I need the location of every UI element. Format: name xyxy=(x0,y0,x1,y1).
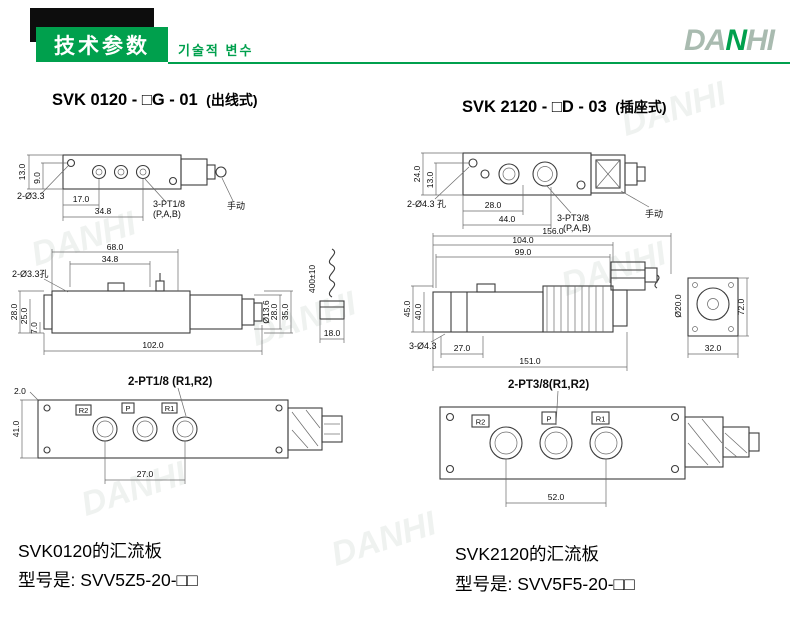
dim-label: 28.0 xyxy=(9,303,19,320)
valve-side-outline xyxy=(432,261,739,337)
dim-label: 2.0 xyxy=(14,386,26,396)
hole-callout-label: 2-Ø3.3 xyxy=(17,191,45,201)
header-subtitle-korean: 기술적 변수 xyxy=(178,43,254,58)
right-model-type: (插座式) xyxy=(615,99,667,115)
hole-callout-label: 2-Ø3.3孔 xyxy=(12,269,49,279)
dim-label: 35.0 xyxy=(280,303,290,320)
right-top-view-drawing: 24.0 13.0 28.0 44.0 2-Ø4.3 孔 3-PT3/8 (P,… xyxy=(407,152,663,233)
dim-label: 68.0 xyxy=(107,242,124,252)
left-side-view-drawing: 68.0 34.8 2-Ø3.3孔 28.0 25.0 7.0 102.0 Ø1… xyxy=(9,242,345,355)
dim-label: 45.0 xyxy=(402,300,412,317)
port-callout-label: 2-PT3/8(R1,R2) xyxy=(508,379,589,391)
port-label: R1 xyxy=(165,404,175,413)
left-model-code: SVK 0120 - □G - 01 xyxy=(52,91,198,109)
dim-label: 27.0 xyxy=(454,343,471,353)
diameter-label: Ø13.6 xyxy=(261,300,271,323)
dim-label: 44.0 xyxy=(499,214,516,224)
dim-label: 13.0 xyxy=(17,163,27,180)
right-caption-line2: 型号是: SVV5F5-20-□□ xyxy=(455,574,635,594)
port-label: P xyxy=(546,415,551,424)
dimension-lines xyxy=(421,152,650,229)
diameter-label: Ø20.0 xyxy=(673,294,683,317)
brand-logo: DANHI xyxy=(683,24,775,58)
dim-label: 25.0 xyxy=(19,307,29,324)
dim-label: 9.0 xyxy=(32,172,42,184)
brand-logo-part: HI xyxy=(746,24,775,57)
dim-label: 27.0 xyxy=(137,469,154,479)
dim-label: 52.0 xyxy=(548,492,565,502)
dim-label: 18.0 xyxy=(324,328,341,338)
dim-label: 40.0 xyxy=(413,303,423,320)
hole-callout-label: 2-Ø4.3 孔 xyxy=(407,199,446,209)
port-label: R1 xyxy=(596,415,606,424)
left-manifold-drawing: 2-PT1/8 (R1,R2) 2.0 41.0 27.0 R2 P R1 xyxy=(11,376,343,484)
brand-logo-part: N xyxy=(725,24,747,57)
dim-label: 72.0 xyxy=(736,298,746,315)
dimension-lines xyxy=(20,387,340,484)
brand-logo-part: DA xyxy=(683,24,726,57)
right-model-code: SVK 2120 - □D - 03 xyxy=(462,98,607,116)
port-label: R2 xyxy=(476,418,486,427)
dim-label: 34.8 xyxy=(95,206,112,216)
manual-override-label: 手动 xyxy=(227,200,245,211)
right-model-title: SVK 2120 - □D - 03 (插座式) xyxy=(462,97,667,117)
dim-label: 32.0 xyxy=(705,343,722,353)
left-model-type: (出线式) xyxy=(206,92,258,108)
valve-top-outline xyxy=(62,154,227,190)
manifold-outline xyxy=(439,406,760,480)
right-caption-line1: SVK2120的汇流板 xyxy=(455,544,599,564)
dim-label: 7.0 xyxy=(29,322,39,334)
dim-label: 99.0 xyxy=(515,247,532,257)
valve-side-outline xyxy=(43,248,345,334)
dim-label: 17.0 xyxy=(73,194,90,204)
dim-label: 28.0 xyxy=(485,200,502,210)
dimension-lines xyxy=(27,154,234,221)
dimension-lines xyxy=(18,249,345,355)
hole-callout-label: 3-Ø4.3 xyxy=(409,341,437,351)
dim-label: 24.0 xyxy=(412,165,422,182)
dim-label: 156.0 xyxy=(542,226,564,236)
port-callout-label: 3-PT3/8 xyxy=(557,213,589,223)
section-badge: 技术参数 xyxy=(36,27,168,62)
right-manifold-drawing: 2-PT3/8(R1,R2) R2 P R1 52.0 xyxy=(439,379,760,507)
left-top-view-drawing: 13.0 9.0 17.0 34.8 2-Ø3.3 3-PT1/8 (P,A,B… xyxy=(17,154,245,221)
header-divider xyxy=(168,62,790,64)
dim-label: 13.0 xyxy=(425,171,435,188)
dim-label: 34.8 xyxy=(102,254,119,264)
manual-override-label: 手动 xyxy=(645,208,663,219)
dimension-lines xyxy=(411,233,749,371)
port-label: P xyxy=(125,404,130,413)
dimension-lines xyxy=(494,390,748,507)
port-sub-label: (P,A,B) xyxy=(563,223,591,233)
dim-label: 151.0 xyxy=(519,356,541,366)
port-callout-label: 3-PT1/8 xyxy=(153,199,185,209)
right-side-view-drawing: 156.0 104.0 99.0 45.0 40.0 3-Ø4.3 27.0 1… xyxy=(402,226,749,371)
port-sub-label: (P,A,B) xyxy=(153,209,181,219)
dim-label: 41.0 xyxy=(11,420,21,437)
dim-label: 102.0 xyxy=(142,340,164,350)
port-label: R2 xyxy=(79,406,89,415)
left-caption-line1: SVK0120的汇流板 xyxy=(18,541,162,561)
left-model-title: SVK 0120 - □G - 01 (出线式) xyxy=(52,90,257,110)
dim-label: 104.0 xyxy=(512,235,534,245)
dim-label: 28.0 xyxy=(269,303,279,320)
left-caption-line2: 型号是: SVV5Z5-20-□□ xyxy=(18,570,198,590)
valve-top-outline xyxy=(462,152,646,196)
port-callout-label: 2-PT1/8 (R1,R2) xyxy=(128,376,213,388)
wire-length-label: 400±10 xyxy=(307,265,317,294)
